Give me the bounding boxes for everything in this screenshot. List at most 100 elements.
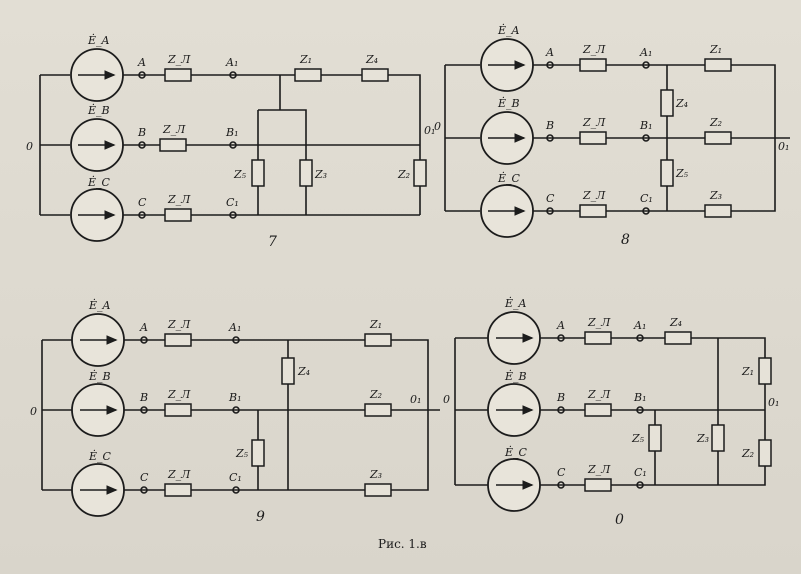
label-ec: Ė_C bbox=[504, 445, 528, 459]
source-ea bbox=[480, 38, 534, 92]
resistor-zl-b bbox=[579, 131, 607, 145]
label-ea: Ė_A bbox=[497, 23, 520, 37]
label-node-o1: 0₁ bbox=[778, 140, 789, 153]
resistor-z1 bbox=[704, 58, 732, 72]
label-z3: Z₃ bbox=[709, 189, 722, 202]
label-z2: Z₂ bbox=[709, 116, 722, 129]
resistor-z3 bbox=[299, 159, 313, 187]
scheme-7 bbox=[39, 48, 427, 242]
label-node-a: A bbox=[545, 46, 554, 59]
source-ec bbox=[487, 458, 541, 512]
label-zl-c: Z_Л bbox=[582, 189, 606, 202]
label-eb: Ė_B bbox=[504, 369, 527, 383]
label-z2: Z₂ bbox=[397, 168, 410, 181]
source-ec bbox=[480, 184, 534, 238]
label-node-a: A bbox=[139, 321, 148, 334]
label-z1: Z₁ bbox=[369, 318, 382, 331]
label-eb: Ė_B bbox=[88, 369, 111, 383]
source-eb bbox=[480, 111, 534, 165]
scheme-8-labels: Ė_A Ė_B Ė_C 0 A A₁ B B₁ C C₁ 0₁ Z_Л Z_Л … bbox=[434, 23, 789, 248]
label-node-c: C bbox=[140, 471, 149, 484]
label-node-a: A bbox=[556, 319, 565, 332]
resistor-z2 bbox=[704, 131, 732, 145]
label-z3: Z₃ bbox=[314, 168, 327, 181]
resistor-zl-c bbox=[584, 478, 612, 492]
label-node-a1: A₁ bbox=[225, 56, 238, 69]
resistor-z1 bbox=[364, 333, 392, 347]
source-ea bbox=[487, 311, 541, 365]
scheme-0-labels: Ė_A Ė_B Ė_C 0 A A₁ B B₁ C C₁ 0₁ Z_Л Z_Л … bbox=[443, 296, 779, 528]
scheme-number: 9 bbox=[256, 509, 265, 525]
label-node-c: C bbox=[138, 196, 147, 209]
label-neutral: 0 bbox=[26, 140, 33, 153]
resistor-z3 bbox=[364, 483, 392, 497]
label-zl-a: Z_Л bbox=[582, 43, 606, 56]
resistor-z2 bbox=[364, 403, 392, 417]
resistor-zl-a bbox=[164, 333, 192, 347]
source-ea bbox=[70, 48, 124, 102]
label-zl-c: Z_Л bbox=[167, 468, 191, 481]
resistor-z1 bbox=[294, 68, 322, 82]
label-node-b: B bbox=[137, 126, 146, 139]
label-zl-a: Z_Л bbox=[167, 318, 191, 331]
label-node-o1: 0₁ bbox=[424, 124, 435, 137]
resistor-z4 bbox=[664, 331, 692, 345]
resistor-zl-c bbox=[164, 483, 192, 497]
label-z3: Z₃ bbox=[696, 432, 709, 445]
label-node-o1: 0₁ bbox=[768, 396, 779, 409]
label-node-b: B bbox=[545, 119, 554, 132]
figure-caption: Рис. 1.в bbox=[378, 537, 427, 551]
label-node-c1: C₁ bbox=[640, 192, 653, 205]
label-zl-b: Z_Л bbox=[167, 388, 191, 401]
label-node-a1: A₁ bbox=[639, 46, 652, 59]
label-z4: Z₄ bbox=[669, 316, 682, 329]
scheme-number: 8 bbox=[621, 232, 630, 248]
label-z5: Z₅ bbox=[233, 168, 247, 181]
label-node-a1: A₁ bbox=[633, 319, 646, 332]
label-z1: Z₁ bbox=[709, 43, 722, 56]
source-eb bbox=[71, 383, 125, 437]
label-eb: Ė_B bbox=[87, 103, 110, 117]
resistor-z5 bbox=[648, 424, 662, 452]
resistor-z5 bbox=[660, 159, 674, 187]
label-zl-b: Z_Л bbox=[582, 116, 606, 129]
label-z4: Z₄ bbox=[675, 97, 688, 110]
resistor-zl-b bbox=[164, 403, 192, 417]
resistor-z4 bbox=[660, 89, 674, 117]
label-z1: Z₁ bbox=[299, 53, 312, 66]
source-eb bbox=[487, 383, 541, 437]
resistor-zl-c bbox=[164, 208, 192, 222]
label-node-c: C bbox=[546, 192, 555, 205]
resistor-z4 bbox=[361, 68, 389, 82]
label-zl-a: Z_Л bbox=[167, 53, 191, 66]
label-zl-a: Z_Л bbox=[587, 316, 611, 329]
label-z3: Z₃ bbox=[369, 468, 382, 481]
label-node-c: C bbox=[557, 466, 566, 479]
label-ec: Ė_C bbox=[88, 449, 112, 463]
label-z4: Z₄ bbox=[297, 365, 310, 378]
label-z4: Z₄ bbox=[365, 53, 378, 66]
resistor-zl-b bbox=[159, 138, 187, 152]
label-node-o1: 0₁ bbox=[410, 393, 421, 406]
label-ec: Ė_C bbox=[87, 175, 111, 189]
label-neutral: 0 bbox=[443, 393, 450, 406]
label-node-b1: B₁ bbox=[633, 391, 647, 404]
source-eb bbox=[70, 118, 124, 172]
scheme-8 bbox=[444, 38, 790, 238]
resistor-zl-b bbox=[584, 403, 612, 417]
source-ec bbox=[70, 188, 124, 242]
resistor-z3 bbox=[704, 204, 732, 218]
label-ec: Ė_C bbox=[497, 171, 521, 185]
resistor-zl-c bbox=[579, 204, 607, 218]
label-node-c1: C₁ bbox=[634, 466, 647, 479]
resistor-z5 bbox=[251, 159, 265, 187]
label-zl-b: Z_Л bbox=[162, 123, 186, 136]
label-ea: Ė_A bbox=[87, 33, 110, 47]
scheme-7-labels: Ė_A Ė_B Ė_C 0 A A₁ B B₁ C C₁ 0₁ Z_Л Z_Л … bbox=[26, 33, 435, 250]
label-neutral: 0 bbox=[434, 120, 441, 133]
label-zl-b: Z_Л bbox=[587, 388, 611, 401]
resistor-zl-a bbox=[584, 331, 612, 345]
label-node-b1: B₁ bbox=[225, 126, 239, 139]
